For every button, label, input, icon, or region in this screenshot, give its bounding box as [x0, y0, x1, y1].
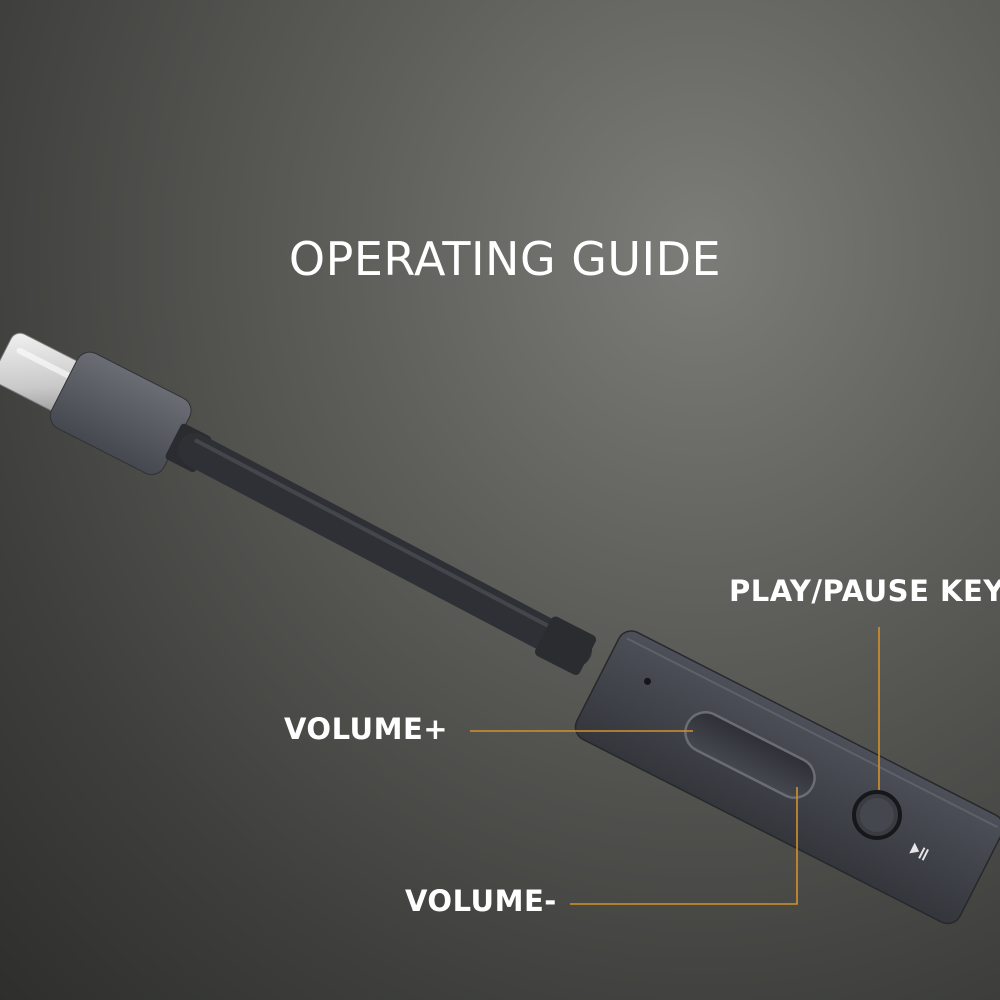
play-pause-key-label: PLAY/PAUSE KEY [729, 574, 1000, 608]
cable [178, 433, 592, 667]
strain-relief [535, 616, 597, 675]
volume-rocker[interactable] [679, 705, 822, 804]
play-pause-icon [909, 842, 929, 861]
volume-down-label: VOLUME- [405, 884, 557, 918]
volume-down-leader [570, 787, 798, 905]
leader-lines [470, 627, 880, 905]
indicator-led [644, 677, 652, 685]
volume-up-label: VOLUME+ [284, 712, 449, 746]
plug-housing [49, 351, 212, 476]
page-title: OPERATING GUIDE [288, 232, 722, 286]
play-pause-button[interactable] [852, 790, 902, 840]
